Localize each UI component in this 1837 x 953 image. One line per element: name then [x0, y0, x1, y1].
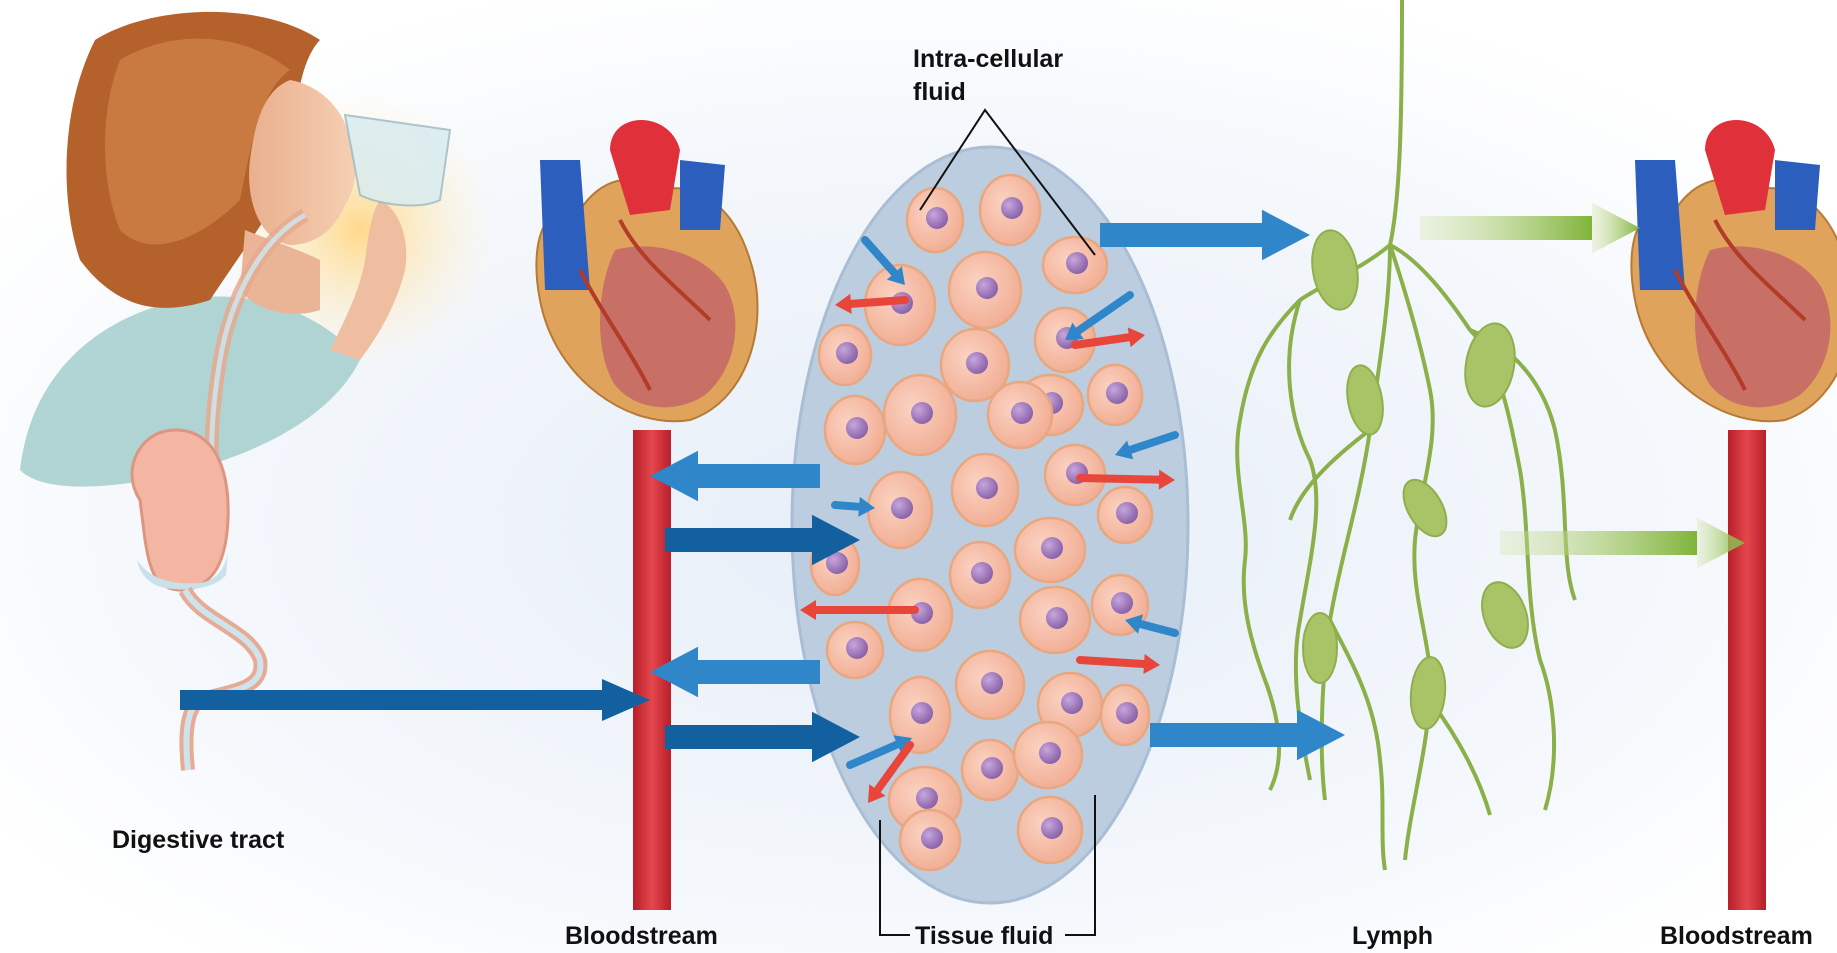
cell-icon	[952, 454, 1018, 526]
nucleus-icon	[1046, 607, 1068, 629]
digestive-tract-label: Digestive tract	[112, 826, 285, 854]
cell-icon	[1088, 365, 1142, 425]
cell-icon	[1018, 797, 1082, 863]
cell-icon	[1015, 518, 1085, 582]
cell-icon	[825, 396, 885, 464]
cell-icon	[950, 542, 1010, 608]
tissue-fluid-label: Tissue fluid	[915, 922, 1053, 950]
nucleus-icon	[921, 827, 943, 849]
cell-icon	[1043, 237, 1107, 293]
nucleus-icon	[1041, 817, 1063, 839]
nucleus-icon	[911, 702, 933, 724]
nucleus-icon	[836, 342, 858, 364]
bloodstream-right-label: Bloodstream	[1660, 922, 1813, 950]
nucleus-icon	[891, 497, 913, 519]
nucleus-icon	[911, 402, 933, 424]
cell-icon	[1101, 685, 1149, 745]
lymph-label: Lymph	[1352, 922, 1433, 950]
nucleus-icon	[1001, 197, 1023, 219]
cell-icon	[980, 175, 1040, 245]
nucleus-icon	[976, 477, 998, 499]
nucleus-icon	[981, 672, 1003, 694]
nucleus-icon	[1111, 592, 1133, 614]
cell-icon	[1098, 487, 1152, 543]
cell-icon	[907, 188, 963, 252]
cell-icon	[949, 252, 1021, 328]
cell-icon	[962, 740, 1018, 800]
cell-icon	[956, 651, 1024, 719]
nucleus-icon	[971, 562, 993, 584]
nucleus-icon	[981, 757, 1003, 779]
cell-icon	[819, 325, 871, 385]
cell-icon	[884, 375, 956, 455]
nucleus-icon	[1039, 742, 1061, 764]
nucleus-icon	[1116, 702, 1138, 724]
nucleus-icon	[1061, 692, 1083, 714]
blood-vessel-right	[1728, 430, 1766, 910]
nucleus-icon	[1106, 382, 1128, 404]
cell-icon	[827, 622, 883, 678]
nucleus-icon	[926, 207, 948, 229]
nucleus-icon	[1066, 252, 1088, 274]
cell-icon	[888, 579, 952, 651]
cell-icon	[900, 810, 960, 870]
bloodstream-left-label: Bloodstream	[565, 922, 718, 950]
intracellular-fluid-label-line2: fluid	[913, 78, 966, 106]
cell-icon	[988, 382, 1052, 448]
nucleus-icon	[1116, 502, 1138, 524]
lymph-node-icon	[1303, 613, 1337, 683]
nucleus-icon	[976, 277, 998, 299]
cell-icon	[1020, 587, 1090, 653]
intracellular-fluid-label: Intra-cellular	[913, 45, 1063, 73]
nucleus-icon	[1041, 537, 1063, 559]
cell-icon	[1014, 722, 1082, 788]
nucleus-icon	[846, 417, 868, 439]
nucleus-icon	[916, 787, 938, 809]
nucleus-icon	[846, 637, 868, 659]
nucleus-icon	[1011, 402, 1033, 424]
nucleus-icon	[966, 352, 988, 374]
cell-icon	[868, 472, 932, 548]
